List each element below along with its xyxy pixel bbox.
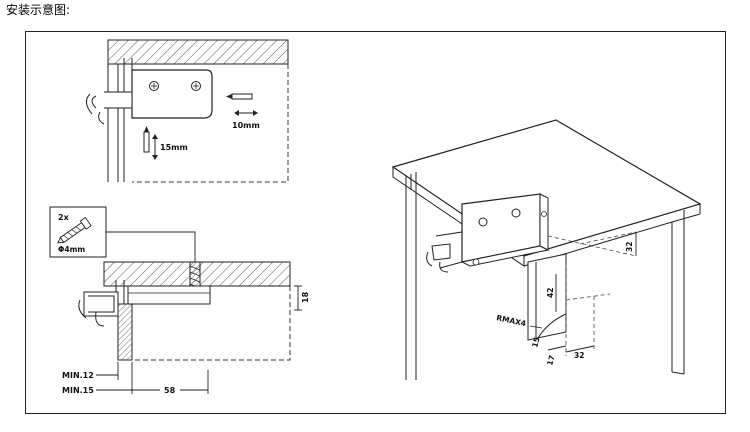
label-58: 58: [164, 386, 176, 395]
isometric-view: 32 42 RMAX4 15 17 32: [391, 119, 702, 380]
top-left-view: 15mm 10mm: [86, 39, 289, 183]
label-17: 17: [545, 354, 556, 366]
label-32-top: 32: [625, 242, 634, 252]
label-15mm: 15mm: [160, 143, 188, 152]
label-min-15: MIN.15: [62, 386, 94, 395]
label-min-12: MIN.12: [62, 371, 94, 380]
bottom-left-section: 18 MIN.12 MIN.15 58: [62, 261, 310, 395]
label-10mm: 10mm: [232, 121, 260, 130]
page-title: 安装示意图:: [6, 3, 71, 17]
label-42: 42: [546, 288, 555, 298]
door-panel-hatched: [117, 303, 133, 361]
label-32-bottom: 32: [574, 351, 584, 360]
screw-icon: [57, 216, 92, 244]
screw-callout: 2x Φ4mm: [49, 206, 196, 262]
hinge-plate: [131, 69, 213, 119]
screwdriver-vertical-icon: [143, 126, 158, 160]
label-2x: 2x: [58, 213, 70, 222]
label-rmax4: RMAX4: [496, 313, 527, 328]
clip-arc: [86, 93, 105, 125]
diagram-frame: [25, 31, 726, 414]
hinge-plate-3d: [460, 193, 550, 267]
callout-leader: [106, 231, 196, 262]
label-phi-4mm: Φ4mm: [58, 245, 85, 254]
top-panel-hatched: [107, 39, 289, 65]
mounting-block: [527, 253, 567, 341]
label-18: 18: [301, 291, 310, 303]
label-15: 15: [530, 336, 541, 348]
clip-mechanism: [426, 231, 463, 273]
screwdriver-horizontal-icon: [226, 93, 258, 116]
